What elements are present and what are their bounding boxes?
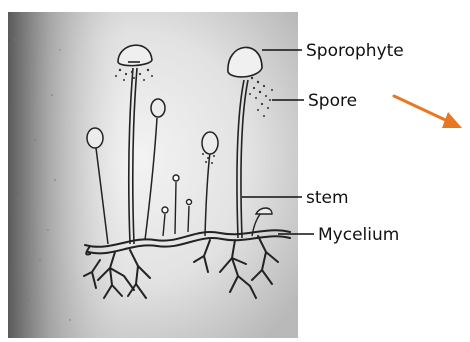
orange-arrow	[394, 96, 462, 128]
label-spore: Spore	[308, 91, 357, 111]
label-mycelium: Mycelium	[318, 225, 399, 245]
label-sporophyte: Sporophyte	[306, 41, 404, 61]
label-stem: stem	[306, 188, 349, 208]
